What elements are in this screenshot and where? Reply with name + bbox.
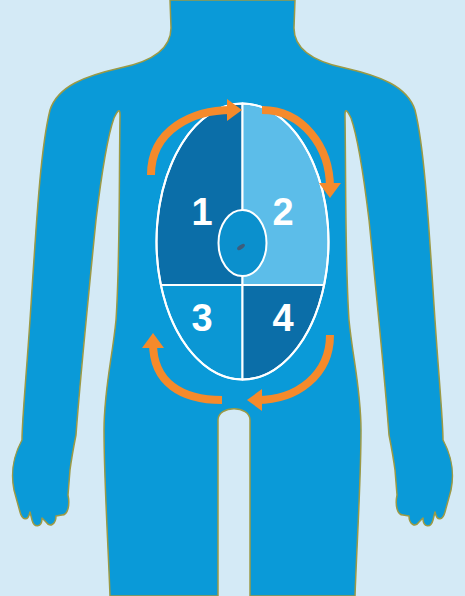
arrow-head — [247, 389, 262, 411]
rotation-arrow — [142, 333, 222, 400]
arrow-curve — [257, 335, 330, 400]
abdomen-outline — [157, 104, 329, 380]
navel-mark — [236, 243, 246, 251]
quadrant-region: 4 — [242, 285, 330, 381]
quadrant-number: 1 — [191, 193, 212, 231]
human-figure — [12, 0, 452, 596]
quadrant-number: 2 — [272, 193, 293, 231]
quadrant-region: 3 — [156, 285, 243, 381]
rotation-arrow — [262, 110, 341, 198]
rotation-arrow — [151, 99, 242, 175]
navel-ring — [219, 210, 267, 276]
arrow-head — [227, 99, 242, 121]
arrow-head — [319, 183, 341, 198]
arrow-curve — [153, 343, 222, 400]
quadrant-fill — [243, 285, 325, 380]
arrow-curve — [151, 110, 232, 175]
quadrant-fill — [161, 285, 243, 380]
quadrant-number: 3 — [191, 299, 212, 337]
arrow-curve — [262, 110, 330, 188]
quadrant-number: 4 — [272, 299, 293, 337]
rotation-arrow — [247, 335, 330, 411]
arrow-head — [142, 333, 164, 348]
